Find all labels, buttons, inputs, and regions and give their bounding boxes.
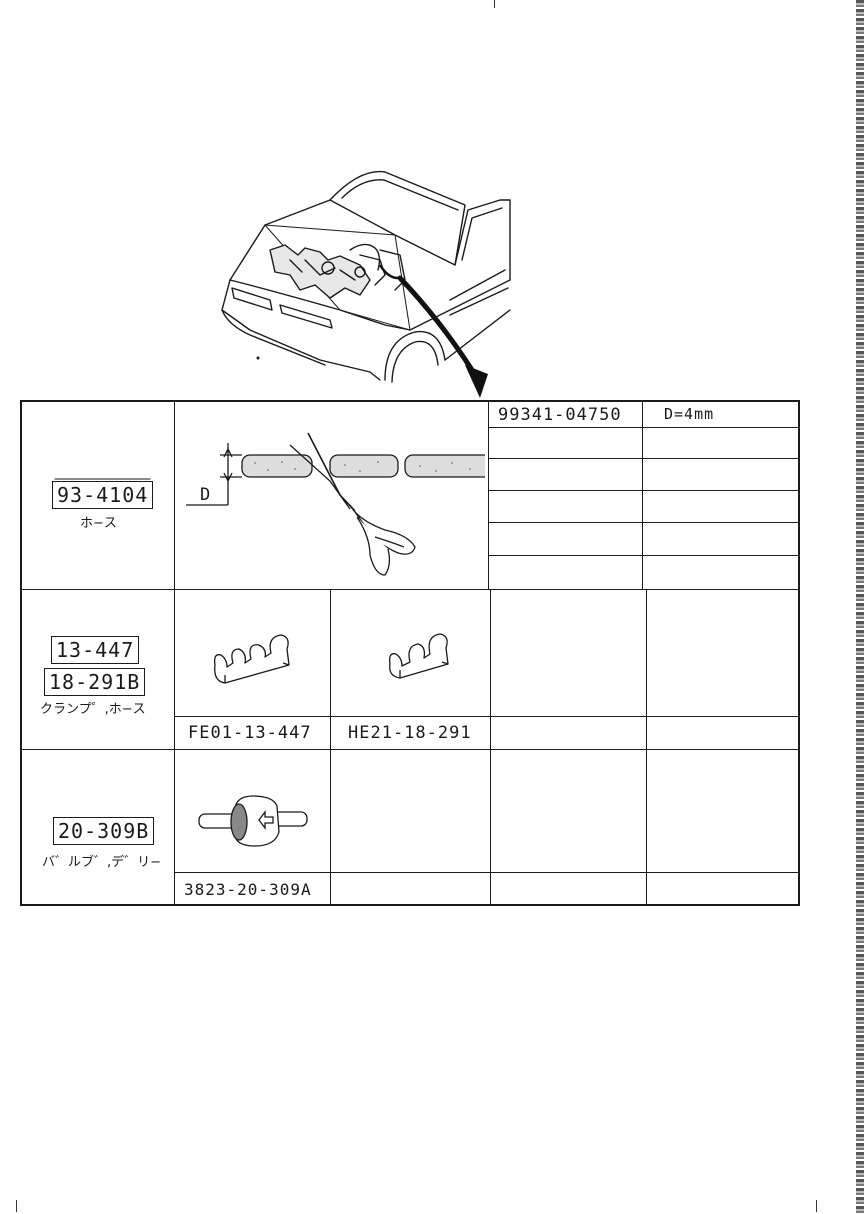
part-number: HE21-18-291 xyxy=(348,723,472,743)
part-number: 99341-04750 xyxy=(498,405,622,425)
grid-line xyxy=(330,590,331,906)
grid-line xyxy=(488,522,800,523)
hose-clamp-icon xyxy=(213,634,290,684)
row-divider xyxy=(20,589,800,590)
grid-line xyxy=(488,427,800,428)
part-code: 20-309B xyxy=(53,817,155,845)
grid-line xyxy=(488,400,489,590)
grid-line xyxy=(490,590,491,906)
grid-line xyxy=(174,872,800,873)
grid-line xyxy=(174,716,800,717)
hose-clamp-small-icon xyxy=(388,633,449,679)
grid-line xyxy=(642,400,643,590)
part-number: FE01-13-447 xyxy=(188,723,312,743)
delay-valve-icon xyxy=(198,795,308,847)
scan-edge xyxy=(856,0,864,1214)
part-code: 18-291B xyxy=(44,668,146,696)
grid-line xyxy=(646,590,647,906)
grid-line xyxy=(488,458,800,459)
hose-cutting-icon xyxy=(186,432,485,576)
parts-table xyxy=(20,400,800,906)
grid-line xyxy=(488,490,800,491)
part-code: 93-4104 xyxy=(52,481,154,509)
dimension-label: D xyxy=(200,485,211,505)
bottom-right-mark xyxy=(816,1200,817,1212)
top-mark xyxy=(494,0,495,8)
car-engine-bay-icon xyxy=(221,170,511,398)
row-divider xyxy=(20,749,800,750)
part-code: 13-447 xyxy=(51,636,140,664)
part-caption: クランプ゜,ホ−ス xyxy=(40,702,146,717)
part-caption: ホ−ス xyxy=(80,516,117,531)
grid-line xyxy=(174,400,175,906)
part-caption: バ゛ルブ゛,デ゛リ− xyxy=(42,855,162,870)
spec-value: D=4mm xyxy=(664,405,715,423)
bottom-left-mark xyxy=(16,1200,17,1212)
grid-line xyxy=(488,555,800,556)
part-number: 3823-20-309A xyxy=(184,880,312,899)
